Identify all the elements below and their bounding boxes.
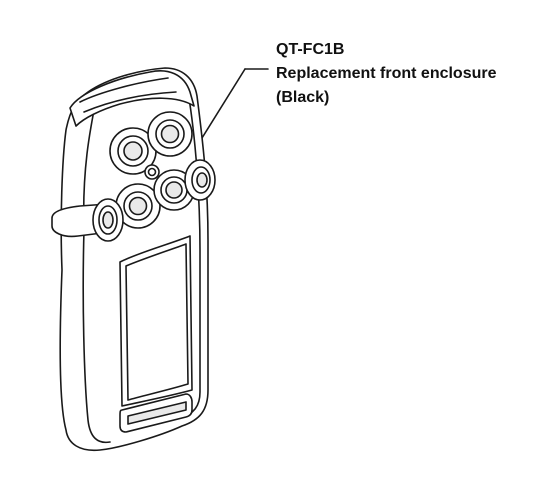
side-knob-left xyxy=(92,198,124,242)
part-color-label: (Black) xyxy=(276,89,330,106)
enclosure-inner-rim xyxy=(82,99,111,444)
sensor-port-top-left xyxy=(109,127,157,175)
bottom-button-slot xyxy=(119,393,193,433)
top-clip xyxy=(69,70,195,127)
sensor-port-top-right xyxy=(147,111,193,157)
leader-line xyxy=(201,68,269,139)
centre-vent xyxy=(144,164,160,180)
part-number-label: QT-FC1B xyxy=(276,41,345,58)
top-clip-ridge xyxy=(79,77,169,103)
enclosure-front-bevel xyxy=(179,91,201,419)
display-window xyxy=(119,235,193,407)
sensor-port-bottom-left xyxy=(115,183,161,229)
top-clip-ridge-2 xyxy=(83,91,177,113)
part-callout: QT-FC1B Replacement front enclosure (Bla… xyxy=(276,38,538,110)
part-description-label: Replacement front enclosure xyxy=(276,65,497,82)
side-knob-right xyxy=(184,159,216,201)
